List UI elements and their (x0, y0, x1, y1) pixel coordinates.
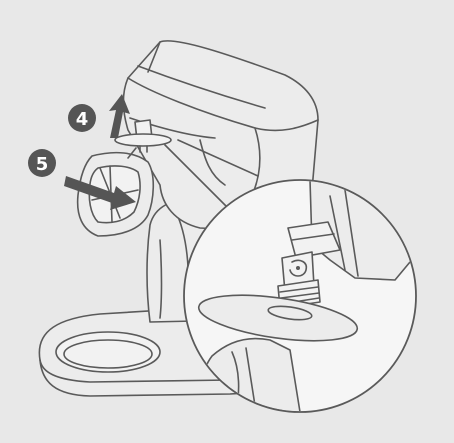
step-badge-4: 4 (68, 104, 96, 132)
step-number-4: 4 (76, 109, 89, 130)
step-number-5: 5 (36, 154, 49, 175)
step-badge-5: 5 (28, 149, 56, 177)
